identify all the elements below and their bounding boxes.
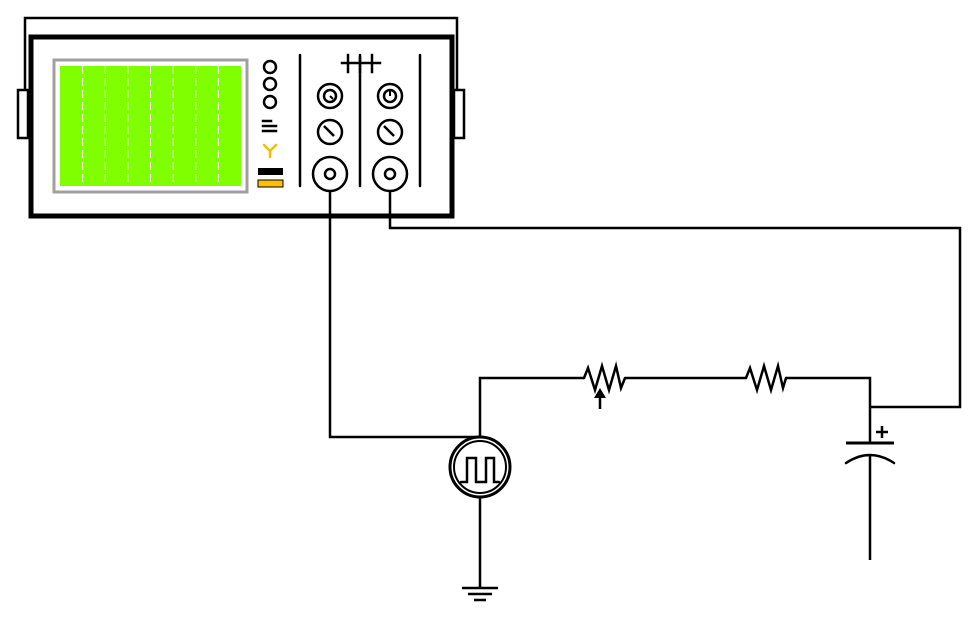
polarized-capacitor — [844, 441, 896, 560]
ch2-probe-wire — [388, 191, 962, 409]
dual-channel-icon — [340, 53, 382, 74]
resistor-to-capacitor-wire — [786, 376, 872, 443]
generator-to-resistor-wire — [478, 376, 584, 437]
square-wave-icon — [459, 456, 501, 484]
power-button[interactable] — [257, 179, 284, 188]
screen-graticule — [82, 66, 219, 186]
variable-resistor — [582, 361, 627, 409]
intensity-knob[interactable] — [262, 59, 278, 75]
handle-left-hinge — [16, 88, 30, 140]
trace-rotation-knob[interactable] — [262, 94, 278, 110]
power-indicator — [258, 168, 283, 175]
ch1-volts-div-knob[interactable] — [316, 118, 344, 146]
oscilloscope — [16, 16, 466, 219]
focus-knob[interactable] — [262, 76, 278, 92]
capacitor-plus-label — [876, 426, 888, 438]
oscilloscope-handle — [23, 16, 459, 92]
ch1-position-knob[interactable] — [316, 82, 344, 110]
square-wave-generator — [448, 435, 512, 499]
trace-select-icon — [261, 119, 278, 133]
ground-icon — [462, 586, 498, 602]
handle-right-hinge — [452, 88, 466, 140]
ch2-volts-div-knob[interactable] — [376, 118, 404, 146]
trigger-y-icon — [262, 143, 278, 159]
ch2-position-knob[interactable] — [376, 82, 404, 110]
fixed-resistor — [744, 361, 788, 395]
ch1-probe-wire — [328, 191, 480, 439]
